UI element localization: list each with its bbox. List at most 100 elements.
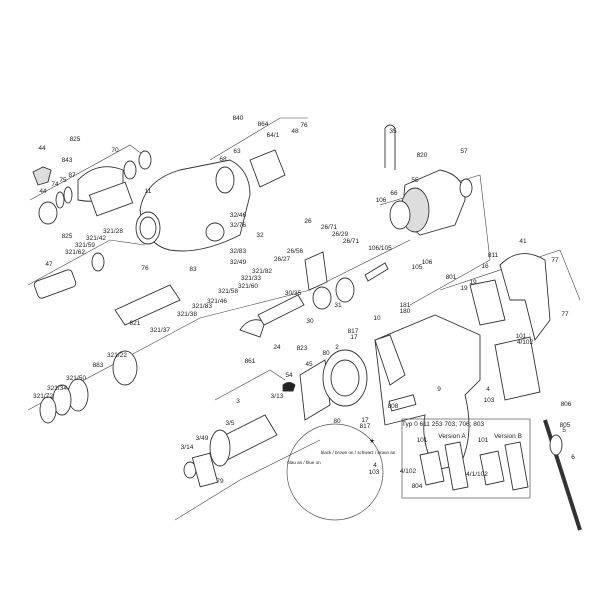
switch-part bbox=[494, 336, 541, 401]
part-label: 3 bbox=[236, 398, 240, 405]
part-label: 4/102 bbox=[400, 468, 417, 475]
part-label: 68 bbox=[219, 156, 227, 163]
part-label: 321/38 bbox=[177, 311, 197, 318]
part-label: 35 bbox=[389, 128, 397, 135]
label-11 bbox=[88, 181, 134, 217]
inset-version-box bbox=[401, 418, 531, 499]
part-label: 63 bbox=[233, 148, 241, 155]
part-label: 30 bbox=[306, 318, 314, 325]
part-label: 17 bbox=[350, 334, 358, 341]
part-label: 26/71 bbox=[343, 238, 360, 245]
part-label: 817 bbox=[348, 328, 359, 335]
version-a-label: Version A bbox=[438, 433, 466, 440]
part-label: 805 bbox=[560, 422, 571, 429]
part-label: 9 bbox=[437, 386, 441, 393]
part-label: 41 bbox=[519, 238, 527, 245]
part-label: 64/1 bbox=[267, 132, 280, 139]
part-label: 105 bbox=[412, 264, 423, 271]
nose-parts bbox=[32, 150, 152, 299]
part-label: 79 bbox=[216, 478, 224, 485]
part-label: 26/29 bbox=[332, 231, 349, 238]
tool-holder-part bbox=[33, 269, 77, 299]
part-label: 76 bbox=[300, 122, 308, 129]
part-label: 10 bbox=[373, 315, 381, 322]
version-b-label: Version B bbox=[494, 433, 522, 440]
part-label: 321/46 bbox=[207, 298, 227, 305]
part-label: 321/33 bbox=[241, 275, 261, 282]
part-label: 321/37 bbox=[150, 327, 170, 334]
part-label: 321/58 bbox=[218, 288, 238, 295]
motor-parts bbox=[183, 349, 368, 488]
part-label: 321/72 bbox=[33, 393, 53, 400]
part-label: 101 bbox=[417, 437, 428, 444]
part-label: 321/62 bbox=[65, 249, 85, 256]
part-label: 26 bbox=[304, 218, 312, 225]
part-label: 26/71 bbox=[321, 224, 338, 231]
part-label: 76 bbox=[141, 265, 149, 272]
star-marker: ★ bbox=[369, 437, 375, 445]
part-label: 47 bbox=[45, 261, 53, 268]
part-label: 843 bbox=[62, 157, 73, 164]
part-label: 321/60 bbox=[238, 283, 258, 290]
part-label: 31 bbox=[334, 302, 342, 309]
part-label: 3/14 bbox=[181, 444, 194, 451]
part-label: 180 bbox=[400, 308, 411, 315]
part-label: 3/13 bbox=[271, 393, 284, 400]
part-label: 80 bbox=[322, 350, 330, 357]
part-label: 3/49 bbox=[196, 435, 209, 442]
part-label: 3/5 bbox=[225, 420, 234, 427]
part-label: 808 bbox=[388, 403, 399, 410]
part-label: 77 bbox=[561, 311, 569, 318]
part-label: 55 bbox=[411, 177, 419, 184]
part-label: 804 bbox=[412, 483, 423, 490]
handle-41 bbox=[499, 253, 551, 342]
part-label: 811 bbox=[488, 252, 499, 259]
intermediate-shaft-part bbox=[257, 294, 305, 326]
part-label: 4/102 bbox=[517, 339, 534, 346]
impact-mechanism-parts bbox=[39, 149, 389, 424]
part-label: 321/34 bbox=[47, 385, 67, 392]
part-label: 321/59 bbox=[75, 242, 95, 249]
part-label: 181 bbox=[400, 302, 411, 309]
part-label: 825 bbox=[70, 136, 81, 143]
part-label: 57 bbox=[460, 148, 468, 155]
part-label: 806 bbox=[561, 401, 572, 408]
part-label: 321/22 bbox=[107, 352, 127, 359]
part-label: 4 bbox=[486, 386, 490, 393]
part-label: 24 bbox=[273, 344, 281, 351]
part-label: 48 bbox=[291, 128, 299, 135]
part-label: 32 bbox=[256, 232, 264, 239]
part-label: 821 bbox=[130, 320, 141, 327]
part-label: 83 bbox=[189, 266, 197, 273]
part-label: 2 bbox=[335, 344, 339, 351]
part-label: 19 bbox=[469, 279, 477, 286]
part-label: 66 bbox=[390, 190, 398, 197]
blue-on-note: blau an / blue on bbox=[287, 460, 321, 465]
part-label: 861 bbox=[245, 358, 256, 365]
part-label: 32/76 bbox=[230, 222, 247, 229]
part-label: 4 bbox=[373, 462, 377, 469]
part-label: 106 bbox=[422, 259, 433, 266]
part-label: 6 bbox=[571, 454, 575, 461]
hammer-tube-part bbox=[114, 284, 181, 326]
part-label: 44 bbox=[39, 188, 47, 195]
part-label: 101 bbox=[516, 333, 527, 340]
part-label: 883 bbox=[93, 362, 104, 369]
spring-part bbox=[364, 262, 389, 282]
part-label: 80 bbox=[333, 418, 341, 425]
rear-handle-parts bbox=[469, 253, 582, 531]
wiring-detail-circle bbox=[286, 423, 384, 521]
part-label: 45 bbox=[305, 361, 313, 368]
part-label: 823 bbox=[297, 345, 308, 352]
part-label: 840 bbox=[233, 115, 244, 122]
black-brown-on-note: black / brown on / schwarz / braun an bbox=[321, 450, 396, 455]
part-label: 19 bbox=[460, 285, 468, 292]
dust-cap-part bbox=[32, 166, 52, 186]
part-label: 32/46 bbox=[230, 212, 247, 219]
gear-321-22-part bbox=[112, 350, 138, 386]
part-label: 26/56 bbox=[287, 248, 304, 255]
part-label: 820 bbox=[417, 152, 428, 159]
